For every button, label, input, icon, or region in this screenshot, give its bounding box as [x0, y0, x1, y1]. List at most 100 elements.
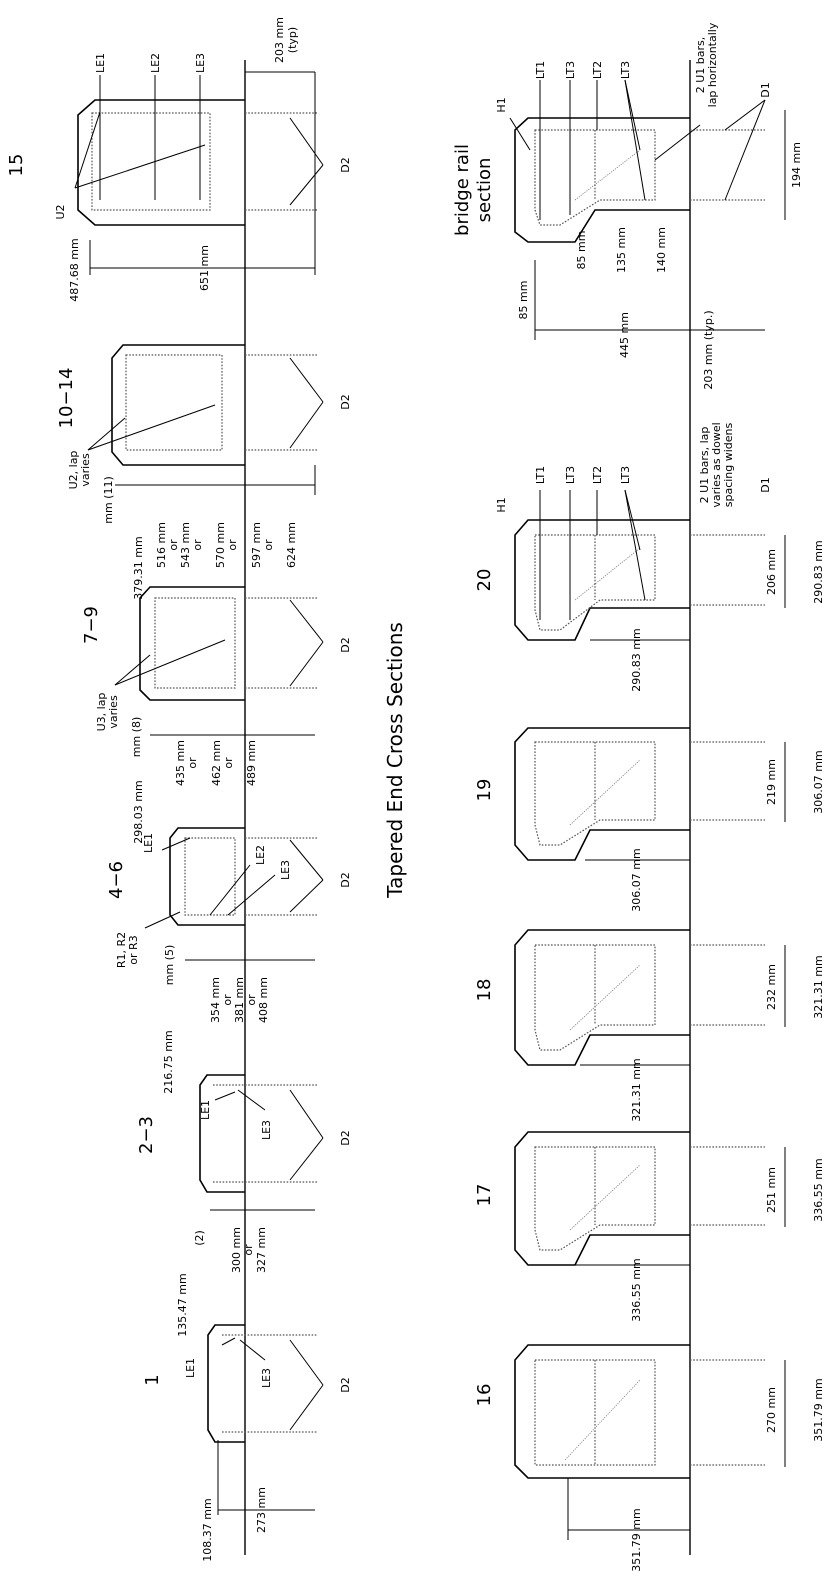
bar-label-le3-4: LE3 [279, 860, 292, 880]
s20-bar-lt3b: LT3 [619, 466, 632, 484]
bar-label-le3: LE3 [194, 53, 207, 73]
dim-mm-2: (2) [193, 1230, 206, 1246]
dim-or-4: or [262, 539, 275, 551]
bar-label-le1-2: LE1 [199, 1100, 212, 1120]
section-label-10-14: 10−14 [56, 368, 77, 429]
bar-label-d2-7: D2 [339, 637, 352, 652]
dim-or-1: or [167, 539, 180, 551]
section-label-16: 16 [474, 1384, 495, 1407]
section-label-20: 20 [474, 569, 495, 592]
br-dim-194: 194 mm [790, 142, 803, 188]
dim-or-6: or [222, 757, 235, 769]
bar-label-le2-4: LE2 [254, 845, 267, 865]
section-15-drawing [74, 71, 324, 275]
dim-489: 489 mm [245, 740, 258, 786]
s17-dim-336b: 336.55 mm [812, 1158, 825, 1221]
dim-327: 327 mm [255, 1227, 268, 1273]
bar-label-le3-1: LE3 [260, 1368, 273, 1388]
s20-bar-lt3a: LT3 [564, 466, 577, 484]
s20-bar-h1: H1 [495, 497, 508, 512]
bar-label-le3-2: LE3 [260, 1120, 273, 1140]
br-bar-lt3a: LT3 [564, 61, 577, 79]
dim-516: 516 mm [155, 522, 168, 568]
br-note-1: 2 U1 bars, [694, 37, 707, 94]
s17-dim-251: 251 mm [765, 1167, 778, 1213]
dim-135-47: 135.47 mm [176, 1273, 189, 1336]
dim-435: 435 mm [174, 740, 187, 786]
section-label-7-9: 7−9 [81, 606, 102, 644]
s19-dim-306a: 306.07 mm [630, 848, 643, 911]
dim-mm-11: mm (11) [102, 476, 115, 524]
s20-note-1: 2 U1 bars, lap [698, 427, 711, 504]
section-label-15: 15 [6, 154, 27, 177]
bar-label-le1-4: LE1 [142, 833, 155, 853]
br-bar-lt3b: LT3 [619, 61, 632, 79]
bar-label-r1-r2: R1, R2 [115, 932, 128, 968]
dim-or-7: or [221, 994, 234, 1006]
dim-108-37: 108.37 mm [201, 1498, 214, 1561]
s20-bar-d1: D1 [759, 477, 772, 492]
section-1-drawing [207, 1324, 324, 1515]
section-label-4-6: 4−6 [106, 861, 127, 899]
section-label-18: 18 [474, 979, 495, 1002]
section-18-drawing [514, 929, 786, 1066]
dim-298-03: 298.03 mm [132, 780, 145, 843]
bridge-rail-section-drawing [509, 79, 786, 340]
br-dim-140: 140 mm [655, 227, 668, 273]
section-20-drawing [514, 489, 786, 641]
dim-or-2: or [191, 539, 204, 551]
dim-or-8: or [245, 994, 258, 1006]
s16-dim-270: 270 mm [765, 1387, 778, 1433]
dim-mm-8: mm (8) [130, 717, 143, 758]
section-label-1: 1 [142, 1374, 163, 1385]
s20-dim-290b: 290.83 mm [812, 540, 825, 603]
s20-bar-lt1: LT1 [534, 466, 547, 484]
bar-label-d2-10: D2 [339, 394, 352, 409]
dim-or-5: or [186, 757, 199, 769]
br-bar-lt1: LT1 [534, 61, 547, 79]
br-bar-h1: H1 [495, 97, 508, 112]
dim-651: 651 mm [198, 245, 211, 291]
s18-dim-232: 232 mm [765, 964, 778, 1010]
dim-570: 570 mm [214, 522, 227, 568]
bar-label-u2: U2 [54, 204, 67, 219]
bar-label-u2-varies: varies [79, 453, 92, 487]
s18-dim-321b: 321.31 mm [812, 955, 825, 1018]
dim-or-3: or [226, 539, 239, 551]
dim-203: 203 mm [273, 17, 286, 63]
s18-dim-321a: 321.31 mm [630, 1058, 643, 1121]
dim-408: 408 mm [257, 977, 270, 1023]
br-note-2: lap horizontally [706, 22, 719, 107]
s16-dim-351b: 351.79 mm [812, 1378, 825, 1441]
dim-487-68: 487.68 mm [68, 238, 81, 301]
br-dim-85b: 85 mm [575, 231, 588, 270]
s16-dim-351a: 351.79 mm [630, 1508, 643, 1571]
dim-300: 300 mm [230, 1227, 243, 1273]
dim-273: 273 mm [255, 1487, 268, 1533]
bar-label-u2-lap: U2, lap [67, 451, 80, 490]
bar-label-d2-4: D2 [339, 872, 352, 887]
br-bar-d1: D1 [759, 82, 772, 97]
bar-label-d2: D2 [339, 157, 352, 172]
bar-label-u3-varies: varies [107, 695, 120, 729]
section-19-drawing [514, 727, 786, 861]
dim-typ: (typ) [286, 27, 299, 53]
dim-462: 462 mm [210, 740, 223, 786]
section-7-9-drawing [114, 586, 324, 736]
bar-label-d2-2: D2 [339, 1130, 352, 1145]
s17-dim-336a: 336.55 mm [630, 1258, 643, 1321]
br-dim-135: 135 mm [615, 227, 628, 273]
section-17-drawing [514, 1131, 786, 1266]
section-2-3-drawing [199, 1074, 324, 1211]
dim-or-9: or [242, 1244, 255, 1256]
section-10-14-drawing [87, 344, 324, 495]
s20-dim-290a: 290.83 mm [630, 628, 643, 691]
dim-354: 354 mm [209, 977, 222, 1023]
bar-label-le1: LE1 [94, 53, 107, 73]
section-label-19: 19 [474, 779, 495, 802]
drawing-title: Tapered End Cross Sections [383, 622, 407, 899]
section-16-drawing [514, 1344, 786, 1540]
br-dim-85a: 85 mm [517, 281, 530, 320]
section-label-2-3: 2−3 [136, 1116, 157, 1154]
